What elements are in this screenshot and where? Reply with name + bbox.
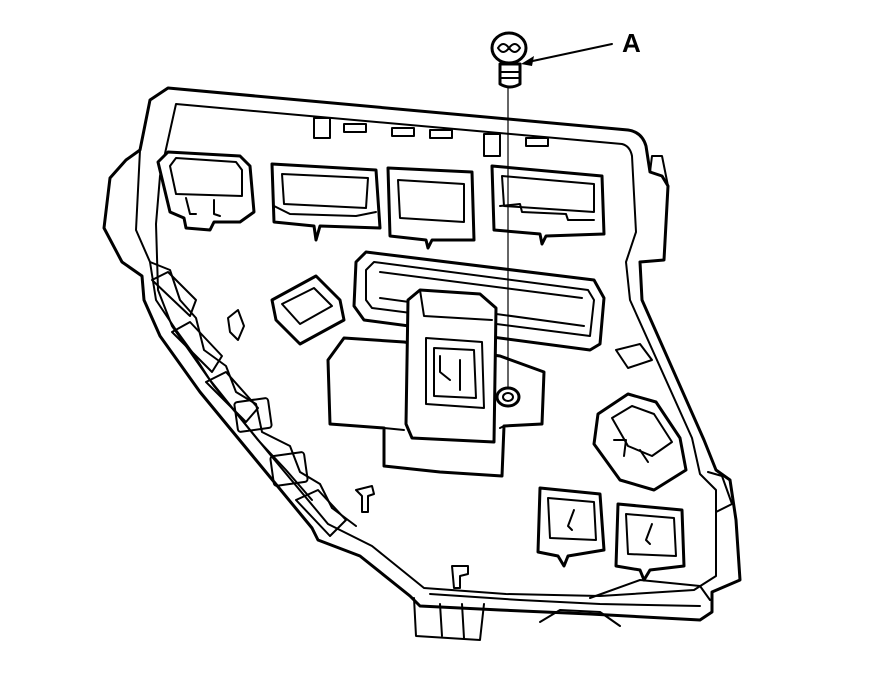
callout-a-leader xyxy=(527,43,613,63)
bolt-thread xyxy=(499,71,521,79)
top-connector-1-latch xyxy=(185,197,221,217)
top-connector-4 xyxy=(490,164,606,246)
relay-block-top xyxy=(419,289,493,321)
bolt-hole-inner xyxy=(502,392,514,402)
top-connector-2-inner xyxy=(281,173,369,209)
bolt-a xyxy=(490,31,528,388)
callout-a: A xyxy=(521,28,641,66)
right-side-tab-lower xyxy=(707,471,733,513)
relay-block-window xyxy=(425,337,485,409)
right-angled-connector-latch xyxy=(613,439,649,463)
lower-right-connectors xyxy=(536,486,686,582)
bolt-hole xyxy=(495,386,521,408)
right-top-tab xyxy=(649,155,669,187)
top-notch-1 xyxy=(313,117,331,139)
small-left-connector xyxy=(227,274,346,346)
lower-connector-1-contact xyxy=(567,509,575,531)
top-connector-row xyxy=(156,150,606,250)
right-angled-connector xyxy=(592,392,688,492)
bottom-clip-rib-2 xyxy=(461,603,465,639)
lower-connector-2-inner xyxy=(625,513,677,557)
left-square-slot-1 xyxy=(233,397,273,433)
bottom-rail xyxy=(429,593,701,607)
top-connector-2-lip xyxy=(273,205,377,217)
lower-connector-2 xyxy=(614,502,686,582)
left-square-slot-2 xyxy=(269,451,309,487)
bolt-shank xyxy=(498,62,522,89)
bottom-clip-rib-1 xyxy=(439,603,443,637)
top-notch-2 xyxy=(343,123,367,133)
top-notches xyxy=(313,117,549,157)
pegs xyxy=(355,485,375,513)
top-connector-1-inner xyxy=(169,157,243,197)
right-side-notch xyxy=(615,343,653,369)
right-angled-connector-body xyxy=(592,392,688,492)
relay-block-terminals xyxy=(439,355,461,391)
top-connector-1 xyxy=(156,150,256,232)
top-connector-4-lip xyxy=(499,203,595,221)
lower-connector-1-inner xyxy=(547,497,597,541)
mounting-plate-step xyxy=(383,425,505,431)
bottom-right-ledge xyxy=(589,579,711,601)
left-tab-3 xyxy=(205,371,259,423)
callout-a-label: A xyxy=(622,28,641,58)
lower-connector-1 xyxy=(536,486,606,568)
bolt-hole-outer xyxy=(495,386,521,408)
peg-left-center xyxy=(355,485,375,513)
top-notch-4 xyxy=(429,129,453,139)
left-lower-tab xyxy=(295,489,347,537)
top-connector-2 xyxy=(270,162,382,242)
top-notch-3 xyxy=(391,127,415,137)
right-angled-connector-inner xyxy=(611,405,673,457)
small-left-connector-body xyxy=(270,274,346,346)
relay-block xyxy=(404,288,498,444)
small-left-latch xyxy=(227,309,245,341)
bolt-head-recess xyxy=(497,43,521,53)
relay-block-window-inner xyxy=(433,347,477,399)
callout-a-arrowhead xyxy=(521,56,534,66)
bottom-clip xyxy=(413,597,485,641)
bottom-right-foot xyxy=(539,609,621,627)
top-connector-4-inner xyxy=(501,175,595,213)
small-left-connector-inner xyxy=(281,287,333,325)
top-connector-3 xyxy=(386,166,476,250)
top-notch-6 xyxy=(525,137,549,147)
left-tab-2 xyxy=(171,321,223,373)
lower-connector-2-contact xyxy=(645,523,653,545)
top-connector-3-inner xyxy=(397,179,465,223)
left-tab-1 xyxy=(151,271,197,317)
bottom-small-tab xyxy=(451,565,469,589)
top-notch-5 xyxy=(483,133,501,157)
